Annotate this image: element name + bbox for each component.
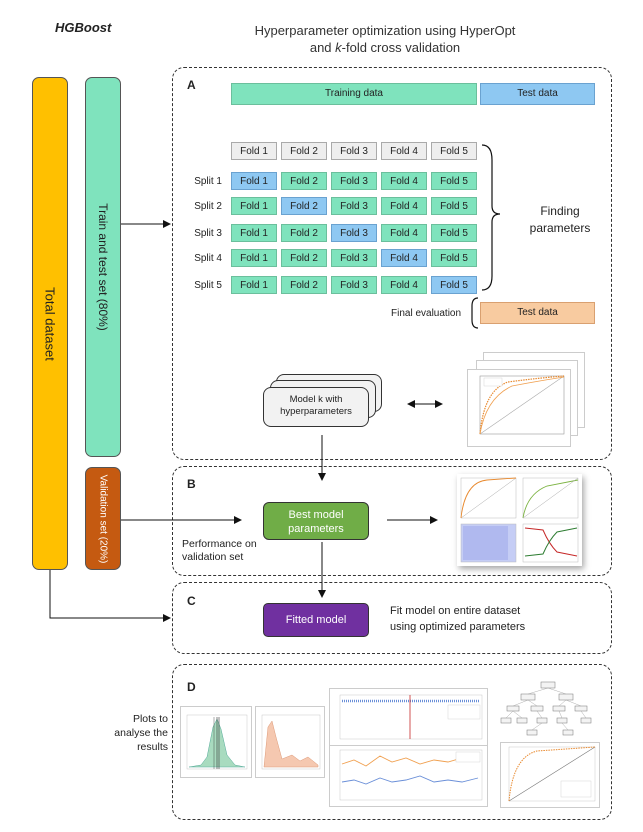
training-data-label: Training data — [325, 88, 383, 99]
split1-fold3: Fold 3 — [331, 172, 377, 190]
split2-fold1: Fold 1 — [231, 197, 277, 215]
line-graphic — [339, 749, 483, 801]
line-thumb — [329, 745, 488, 807]
fold-header-4: Fold 4 — [381, 142, 427, 160]
roc-curve-graphic — [479, 375, 565, 435]
fit-note-line2: using optimized parameters — [390, 621, 526, 633]
split5-fold5: Fold 5 — [431, 276, 477, 294]
section-c-box — [172, 582, 612, 654]
app-title: HGBoost — [55, 20, 112, 35]
fold-header-3: Fold 3 — [331, 142, 377, 160]
split2-fold2: Fold 2 — [281, 197, 327, 215]
split2-fold5: Fold 5 — [431, 197, 477, 215]
split-label-4: Split 4 — [194, 253, 222, 264]
split3-fold3: Fold 3 — [331, 224, 377, 242]
diagram-title-line2: and k-fold cross validation — [220, 39, 550, 56]
split-label-1: Split 1 — [194, 176, 222, 187]
fold-header-5: Fold 5 — [431, 142, 477, 160]
diagram-title-line1: Hyperparameter optimization using HyperO… — [254, 23, 516, 38]
histogram-graphic-2 — [261, 714, 321, 770]
scatter-thumb — [329, 688, 488, 746]
fitted-model-label: Fitted model — [285, 614, 347, 626]
final-evaluation-label: Final evaluation — [391, 308, 462, 319]
arrow-total-to-c — [49, 570, 171, 622]
split4-fold3: Fold 3 — [331, 249, 377, 267]
final-test-data-bar: Test data — [480, 302, 595, 324]
split-label-5: Split 5 — [194, 280, 222, 291]
split4-fold4: Fold 4 — [381, 249, 427, 267]
split3-fold1: Fold 1 — [231, 224, 277, 242]
section-b-label: B — [187, 477, 196, 491]
section-c-label: C — [187, 594, 196, 608]
section-a-box — [172, 67, 612, 460]
total-dataset-bar: Total dataset — [32, 77, 68, 570]
section-a-label: A — [187, 78, 196, 92]
split5-fold3: Fold 3 — [331, 276, 377, 294]
diagram-title: Hyperparameter optimization using HyperO… — [220, 22, 550, 56]
test-data-bar: Test data — [480, 83, 595, 105]
split1-fold2: Fold 2 — [281, 172, 327, 190]
split1-fold5: Fold 5 — [431, 172, 477, 190]
test-data-label: Test data — [517, 88, 558, 99]
performance-plots-graphic — [460, 477, 579, 563]
finding-parameters-label: Finding parameters — [529, 204, 591, 235]
roc-thumb-front — [467, 369, 571, 447]
tree-graphic — [497, 680, 597, 738]
section-d-box — [172, 664, 612, 820]
performance-plots-thumb — [457, 474, 582, 566]
split3-fold5: Fold 5 — [431, 224, 477, 242]
split1-fold1: Fold 1 — [231, 172, 277, 190]
split5-fold1: Fold 1 — [231, 276, 277, 294]
histogram-thumb-2 — [255, 706, 325, 778]
final-bracket — [471, 297, 479, 329]
histogram-thumb-1 — [180, 706, 252, 778]
split2-fold3: Fold 3 — [331, 197, 377, 215]
split3-fold4: Fold 4 — [381, 224, 427, 242]
final-test-data-label: Test data — [517, 307, 558, 318]
fold-header-1: Fold 1 — [231, 142, 277, 160]
scatter-graphic — [339, 694, 483, 740]
best-model-label: Best model parameters — [288, 509, 344, 535]
splits-bracket — [481, 144, 501, 291]
plots-note: Plots to analyse the results — [114, 713, 168, 753]
split5-fold2: Fold 2 — [281, 276, 327, 294]
roc-graphic-d — [508, 746, 596, 802]
split1-fold4: Fold 4 — [381, 172, 427, 190]
split4-fold5: Fold 5 — [431, 249, 477, 267]
tree-svg — [500, 681, 592, 736]
fit-note-line1: Fit model on entire dataset — [390, 605, 521, 617]
model-k-box: Model k with hyperparameters — [263, 387, 369, 427]
title-k: k — [335, 40, 342, 55]
validation-bar: Validation set (20%) — [85, 467, 121, 570]
split4-fold1: Fold 1 — [231, 249, 277, 267]
title-suffix: -fold cross validation — [341, 40, 461, 55]
split-label-2: Split 2 — [194, 201, 222, 212]
split5-fold4: Fold 4 — [381, 276, 427, 294]
split2-fold4: Fold 4 — [381, 197, 427, 215]
model-k-label: Model k with hyperparameters — [280, 394, 352, 417]
train-test-bar: Train and test set (80%) — [85, 77, 121, 457]
performance-note: Performance on validation set — [182, 538, 257, 563]
title-prefix: and — [309, 40, 336, 55]
training-data-bar: Training data — [231, 83, 477, 105]
split-label-3: Split 3 — [194, 228, 222, 239]
fitted-model-box: Fitted model — [263, 603, 369, 637]
split4-fold2: Fold 2 — [281, 249, 327, 267]
histogram-graphic-1 — [186, 714, 248, 770]
fit-note: Fit model on entire dataset using optimi… — [390, 603, 525, 635]
fold-header-2: Fold 2 — [281, 142, 327, 160]
roc-thumb-d — [500, 742, 600, 808]
section-b-box — [172, 466, 612, 576]
section-d-label: D — [187, 680, 196, 694]
best-model-box: Best model parameters — [263, 502, 369, 540]
split3-fold2: Fold 2 — [281, 224, 327, 242]
